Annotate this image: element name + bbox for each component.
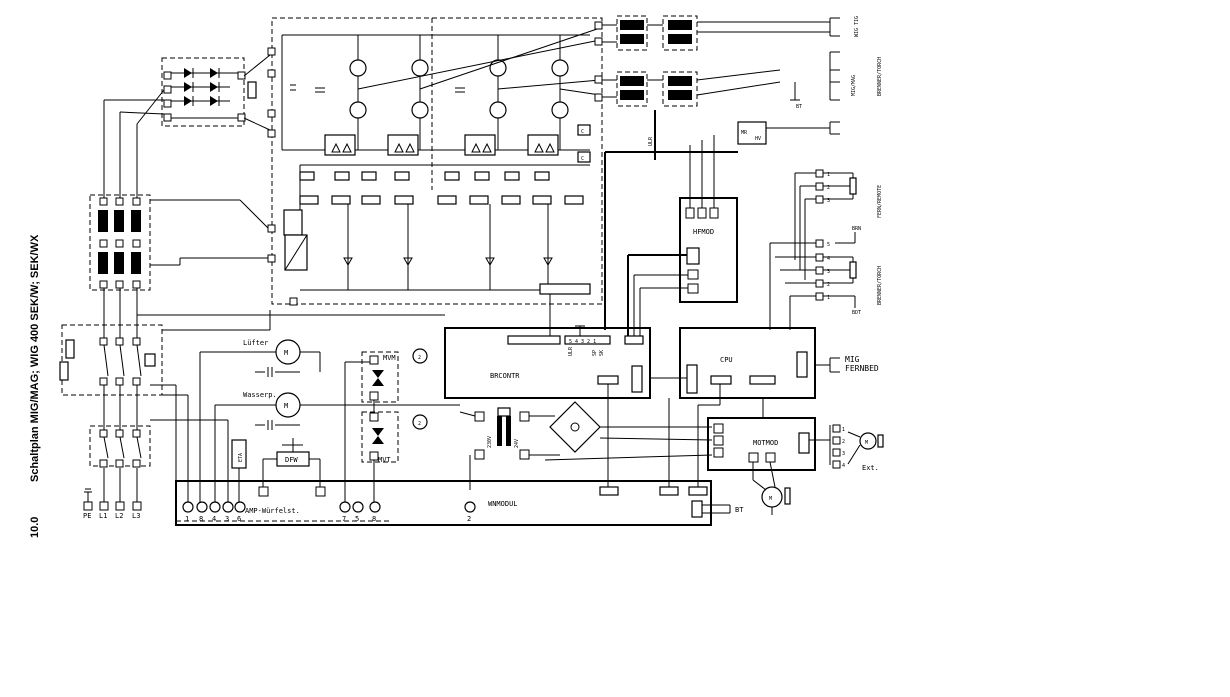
hf-coupling: MR HV [604, 121, 830, 330]
mains-l1-label: L1 [99, 512, 107, 520]
mains-l2-label: L2 [115, 512, 123, 520]
motmod-pin-4: 4 [842, 463, 845, 469]
remote-pin-3: 3 [827, 198, 830, 204]
output-connectors: WIG TIG MIG/MAG BRENNER/TORCH BT FERN/RE… [769, 16, 883, 373]
wn-terminal-8b: 8 [372, 515, 376, 523]
eta-label: ETA [238, 453, 244, 462]
bt-label: BT [796, 104, 802, 110]
wnmodul-label: WNMODUL [488, 500, 518, 508]
brenner-torch-mid-label: BRENNER/TORCH [877, 266, 883, 305]
wn-terminal-2: 2 [467, 515, 471, 523]
wn-terminal-4: 4 [212, 515, 216, 523]
fan-label: Lüfter [243, 339, 268, 347]
wirefeed-motor-symbol: M [769, 496, 772, 502]
torch-pin-3: 3 [827, 269, 830, 275]
transformer-secondary-label: 24V [514, 439, 520, 448]
wnmodul-board: WNMODUL AMP-Würfelst. 1 8 4 3 6 7 5 8 2 … [150, 384, 744, 526]
inverter-board: C C [267, 17, 603, 306]
mains-l3-label: L3 [132, 512, 140, 520]
fan-motor-symbol: M [284, 349, 288, 357]
ext-label: Ext. [862, 464, 879, 472]
mains-input: PE L1 L2 L3 [83, 468, 142, 520]
torch-pin-5: 5 [827, 242, 830, 248]
mig-fernbed-label-2: FERNBED [845, 364, 879, 373]
mains-pe-label: PE [83, 512, 91, 520]
hfmod-board: HFMOD [679, 135, 738, 303]
hf-ulr-label: ULR [648, 136, 654, 146]
mvm-label: MVM [383, 354, 396, 362]
wn-terminal-8a: 8 [199, 515, 203, 523]
motmod-board: MOTMOD 1 2 3 4 M Ext. M [707, 398, 884, 515]
transformer-primary-label: 230V [487, 436, 493, 448]
amp-cube-label: AMP-Würfelst. [245, 507, 300, 515]
motmod-pin-3: 3 [842, 451, 845, 457]
wn-terminal-6: 6 [237, 515, 241, 523]
cpu-board: CPU [650, 327, 816, 399]
hf-hv-label: HV [755, 136, 761, 142]
cpu-label: CPU [720, 356, 733, 364]
brcontr-board: BRCONTR 5 4 3 2 1 ULR SP SK [444, 254, 688, 399]
wn-terminal-1: 1 [185, 515, 189, 523]
section-number: 10.0 [29, 517, 41, 538]
brcontr-pins: 5 4 3 2 1 [569, 339, 596, 345]
brcontr-label: BRCONTR [490, 372, 520, 380]
output-chokes: ULR [594, 15, 830, 160]
motmod-label: MOTMOD [753, 439, 778, 447]
pump-motor-symbol: M [284, 402, 288, 410]
motmod-pin-1: 1 [842, 427, 845, 433]
aux-components: Lüfter M Wasserp. M ETA DFW MVM 2 MVT 2 [199, 339, 460, 505]
brenner-torch-top-label: BRENNER/TORCH [877, 57, 883, 96]
hfmod-label: HFMOD [693, 228, 714, 236]
brcontr-sp-label: SP [592, 350, 598, 356]
wn-terminal-3: 3 [225, 515, 229, 523]
wn-terminal-5: 5 [355, 515, 359, 523]
input-rectifier [104, 54, 271, 131]
brcontr-sk-label: SK [599, 350, 605, 356]
hf-mr-label: MR [741, 130, 748, 136]
wn-terminal-7: 7 [342, 515, 346, 523]
input-chokes [89, 100, 151, 338]
aux-transformer: 230V 24V [459, 401, 713, 490]
mvt-label: MVT [378, 456, 391, 464]
mig-mag-label: MIG/MAG [851, 75, 857, 96]
page-title: Schaltplan MIG/MAG; WIG 400 SEK/W; SEK/W… [29, 234, 41, 482]
interconnect-wires [137, 199, 445, 331]
brcontr-ulr-label: ULR [568, 346, 574, 356]
remote-pin-1: 1 [827, 172, 830, 178]
bt2-label: BT [735, 506, 744, 514]
pump-label: Wasserp. [243, 391, 277, 399]
remote-pin-2: 2 [827, 185, 830, 191]
brn-label: BRN [852, 226, 861, 232]
torch-pin-2: 2 [827, 282, 830, 288]
dfw-label: DFW [285, 456, 298, 464]
torch-pin-4: 4 [827, 256, 830, 262]
mvt-circle-label: 2 [418, 421, 421, 427]
torch-pin-1: 1 [827, 295, 830, 301]
main-switch [89, 425, 151, 468]
ext-motor-symbol: M [865, 440, 868, 446]
mig-fernbed-label-1: MIG [845, 355, 860, 364]
fern-remote-label: FERN/REMOTE [877, 185, 883, 218]
contactor [59, 324, 163, 430]
bdt-label: BDT [852, 310, 861, 316]
mvm-circle-label: 2 [418, 355, 421, 361]
cap-label-2: C [581, 156, 584, 162]
wig-tig-label: WIG TIG [854, 16, 860, 37]
motmod-pin-2: 2 [842, 439, 845, 445]
cap-label-1: C [581, 129, 584, 135]
